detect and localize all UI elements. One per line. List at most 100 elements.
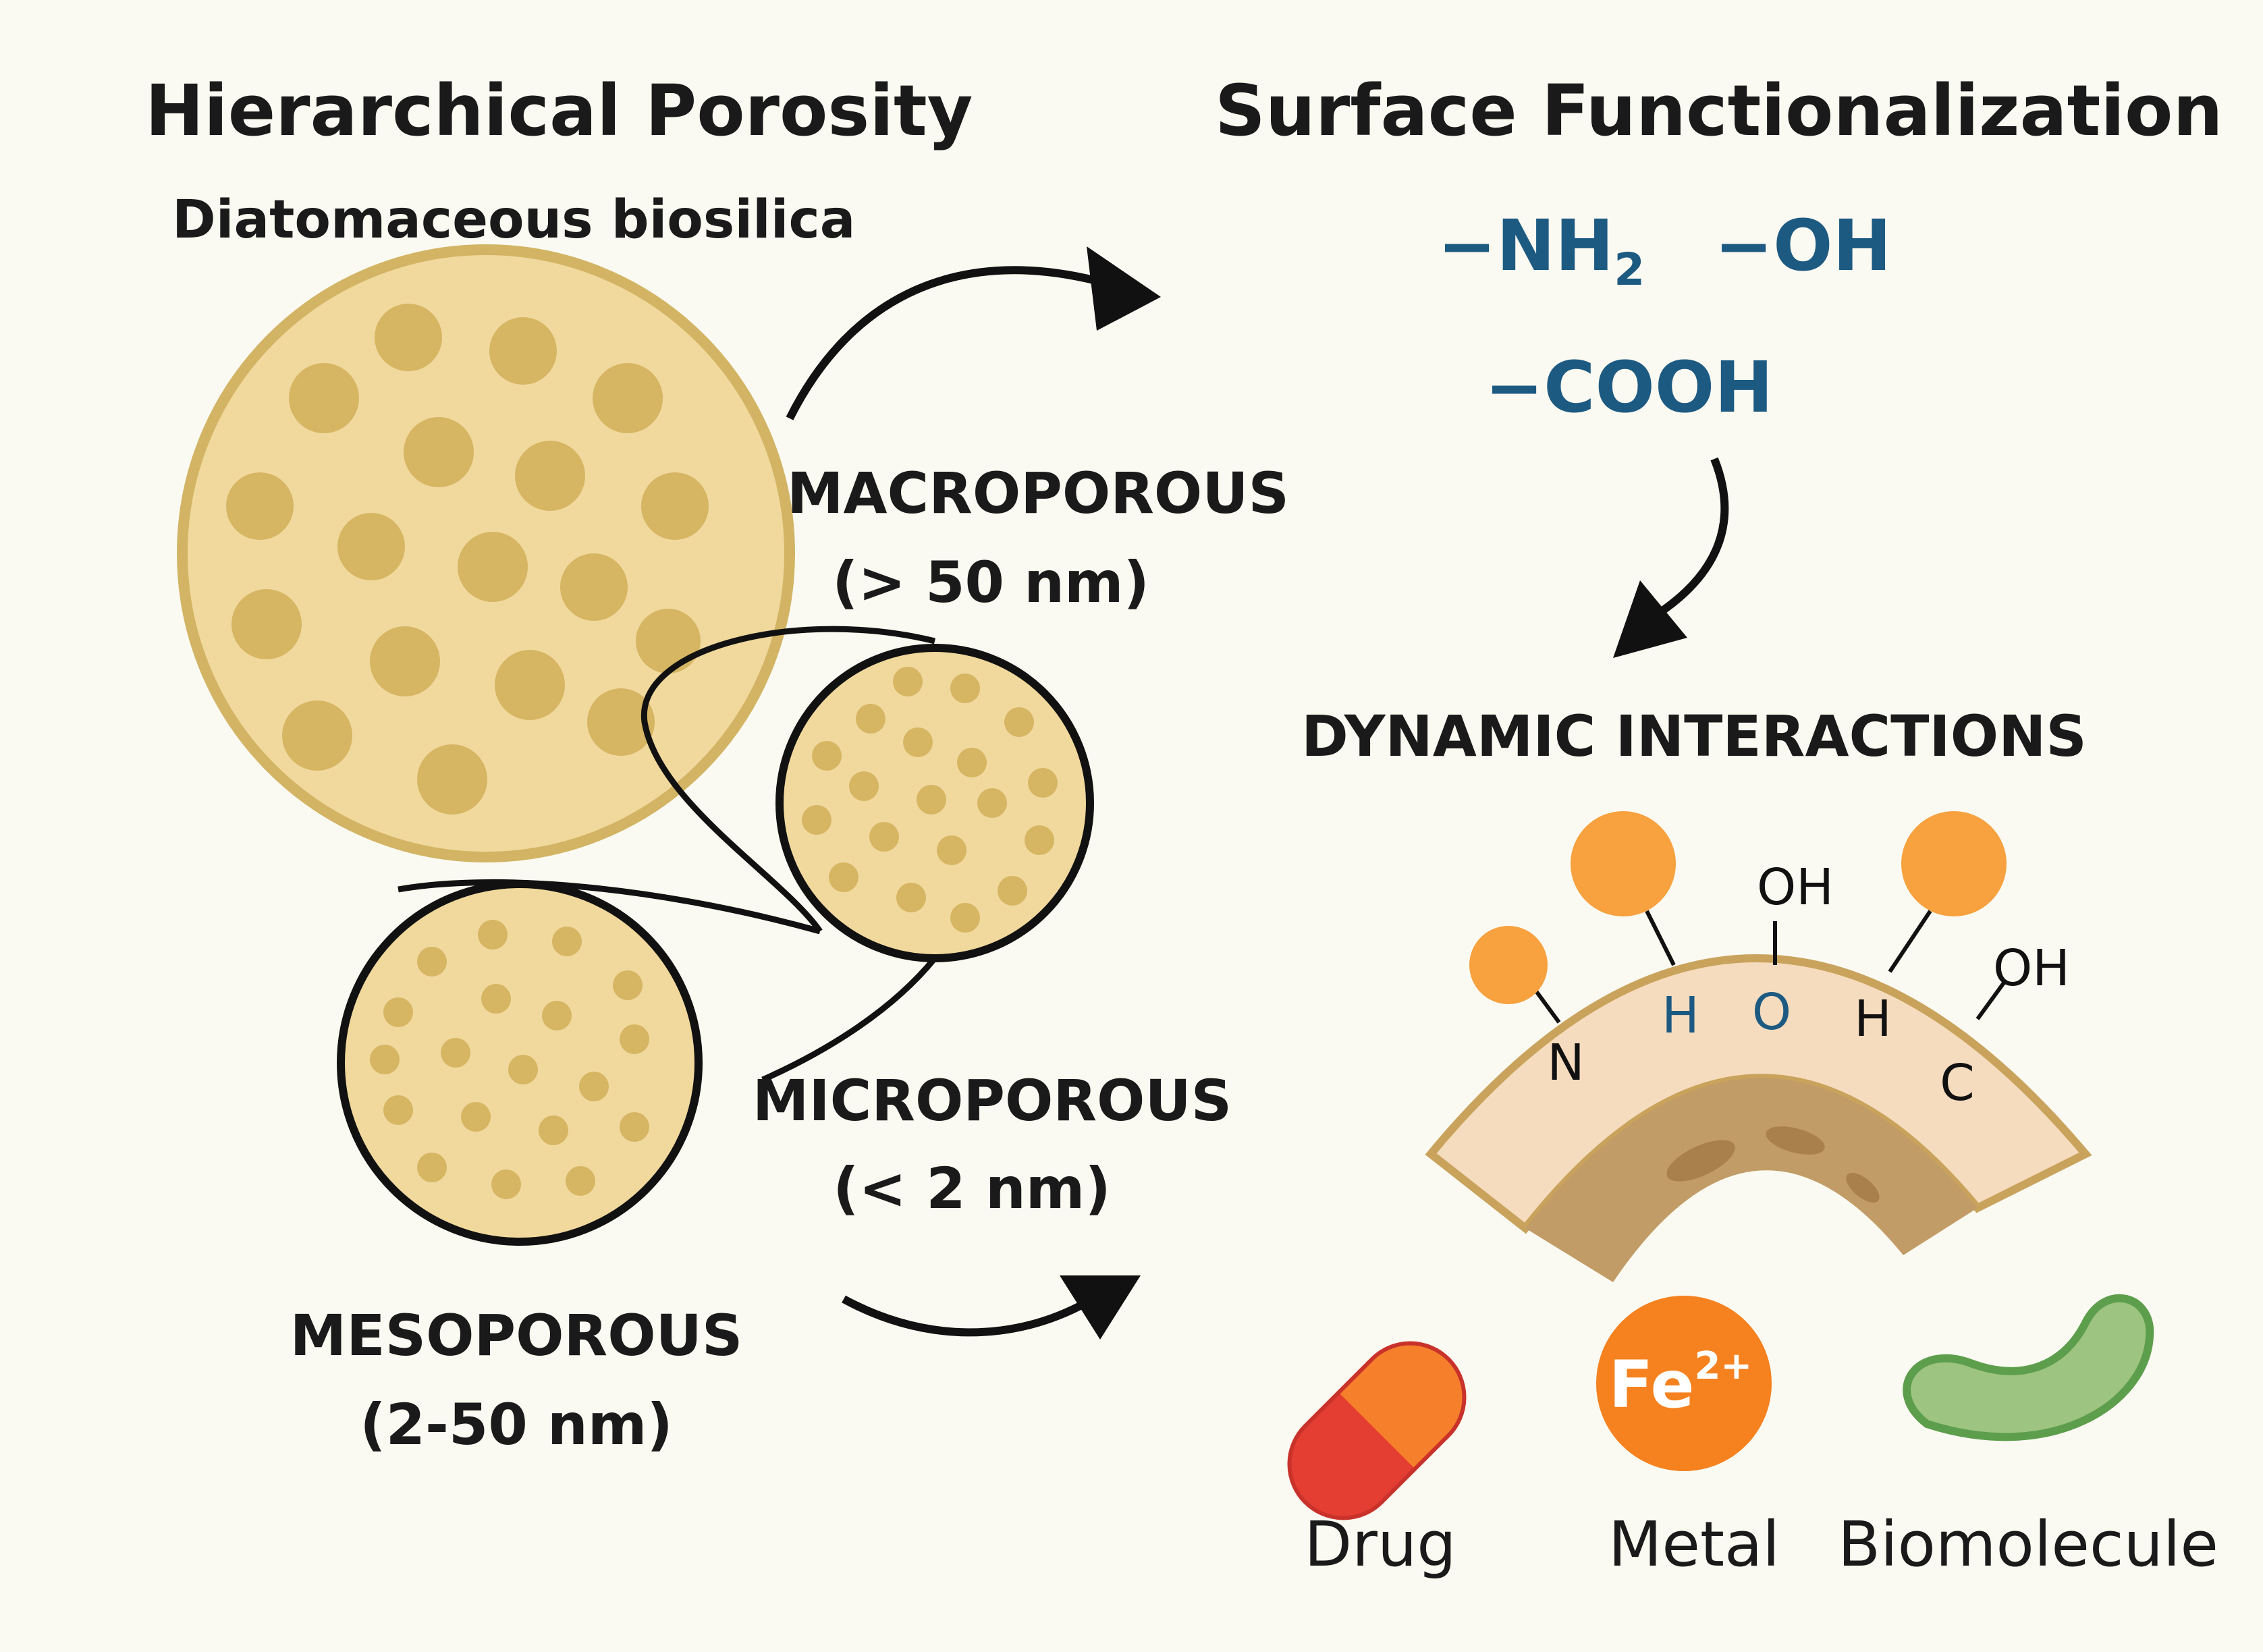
metal-symbol: Fe (1609, 1347, 1695, 1423)
zoom-connector-lower-a (398, 879, 821, 935)
hydroxyl-top: OH (1757, 858, 1834, 916)
functional-group-cooh: −COOH (1485, 346, 1773, 429)
pore (383, 1095, 413, 1125)
pore (620, 1024, 649, 1054)
arrow-to-interactions (1613, 457, 1729, 658)
core-texture-3 (1846, 1172, 1880, 1203)
pore (539, 1116, 568, 1145)
nh2-subscript: 2 (1614, 244, 1645, 296)
bound-particle-small (1469, 926, 1548, 1004)
atom-n: N (1547, 1034, 1584, 1092)
pore (903, 727, 933, 757)
metal-ion-icon: Fe2+ (1596, 1296, 1772, 1471)
left-subheading: Diatomaceous biosilica (172, 190, 855, 250)
pore (417, 1153, 447, 1182)
pore (566, 1166, 595, 1196)
pore (593, 363, 663, 433)
pore (478, 920, 508, 949)
macro-pores (226, 304, 709, 815)
nh2-text: −NH (1438, 204, 1614, 287)
pore (896, 883, 926, 912)
pore (849, 771, 879, 801)
pore (289, 363, 359, 433)
drug-label: Drug (1304, 1508, 1456, 1580)
pore (812, 741, 842, 771)
meso-pores (370, 920, 649, 1199)
pore (957, 748, 987, 777)
mesoporous-particle (337, 880, 703, 1246)
svg-text:−NH2: −NH2 (1438, 204, 1645, 296)
pore (613, 970, 643, 1000)
biomolecule-label: Biomolecule (1838, 1508, 2218, 1580)
arrow-to-functionalization (786, 246, 1161, 420)
zoom-connector-lower-b (761, 956, 937, 1083)
atom-o: O (1752, 983, 1791, 1041)
pore (829, 862, 858, 892)
mesoporous-size: (2-50 nm) (360, 1392, 673, 1458)
pore (441, 1038, 470, 1068)
pore (282, 700, 352, 771)
atom-h-left: H (1662, 987, 1699, 1045)
pore (552, 927, 582, 956)
pore (998, 876, 1027, 906)
pore (893, 667, 923, 696)
macroporous-size: (> 50 nm) (832, 549, 1149, 615)
pore (370, 1045, 400, 1074)
bound-particle-left (1571, 811, 1676, 916)
microporous-size: (< 2 nm) (833, 1155, 1110, 1221)
pore (542, 1001, 572, 1030)
pore (587, 688, 655, 756)
pore (1004, 707, 1034, 737)
interactions-title: DYNAMIC INTERACTIONS (1301, 703, 2087, 769)
left-heading: Hierarchical Porosity (145, 70, 973, 152)
arrow-to-cargo (842, 1275, 1141, 1340)
pore (560, 553, 628, 621)
pore (802, 805, 831, 835)
pore (856, 704, 885, 734)
functional-group-nh2: −NH2 (1438, 204, 1645, 296)
svg-text:Fe2+: Fe2+ (1609, 1344, 1753, 1423)
macroporous-label: MACROPOROUS (787, 460, 1289, 526)
pore (950, 673, 980, 703)
functional-group-oh: −OH (1714, 204, 1892, 287)
pore (1028, 768, 1058, 798)
bound-particle-right (1901, 811, 2007, 916)
surface-core (1525, 1078, 1978, 1282)
pore (869, 822, 899, 852)
pore (495, 650, 565, 720)
core-texture-1 (1666, 1140, 1735, 1182)
atom-h-right: H (1854, 990, 1892, 1048)
pore (491, 1169, 521, 1199)
biomolecule-icon (1903, 1294, 2154, 1441)
pore (461, 1102, 491, 1132)
functionalized-surface (1425, 954, 2092, 1282)
pore (404, 417, 474, 487)
atom-c: C (1940, 1054, 1975, 1112)
pore (917, 785, 946, 815)
pore (375, 304, 442, 371)
pore (417, 947, 447, 976)
pore (226, 472, 294, 540)
pore (489, 317, 557, 385)
pore (636, 609, 701, 673)
pore (515, 441, 585, 511)
microporous-particle (775, 644, 1094, 962)
pore (1025, 825, 1054, 855)
hydroxyl-right: OH (1993, 939, 2070, 997)
pore (620, 1112, 649, 1142)
microporous-label: MICROPOROUS (753, 1068, 1232, 1134)
mesoporous-label: MESOPOROUS (290, 1302, 743, 1369)
pore (458, 532, 528, 602)
pore (508, 1055, 538, 1084)
drug-capsule-icon (1287, 1341, 1467, 1520)
pore (383, 997, 413, 1027)
pore (641, 472, 709, 540)
pore (977, 788, 1007, 818)
metal-label: Metal (1608, 1508, 1780, 1580)
core-texture-2 (1766, 1126, 1825, 1155)
metal-charge: 2+ (1694, 1344, 1752, 1388)
pore (950, 903, 980, 933)
pore (337, 513, 405, 580)
right-heading: Surface Functionalization (1215, 70, 2223, 152)
